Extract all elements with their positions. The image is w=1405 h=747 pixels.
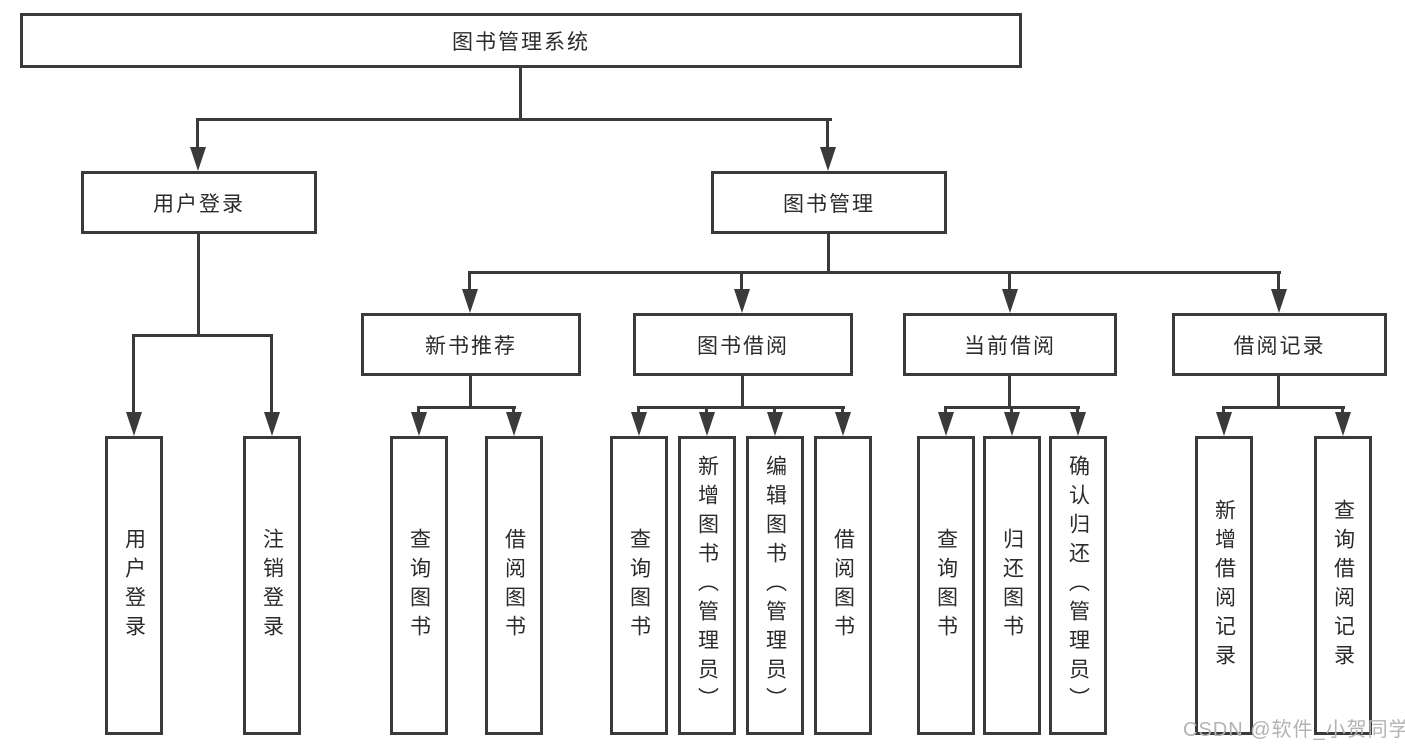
connector-vline: [132, 334, 135, 414]
node-borrow-record: 借阅记录: [1172, 313, 1387, 376]
leaf-borrow-add-book-admin: 新增图书（管理员）: [678, 436, 736, 735]
connector-vline: [1277, 271, 1280, 291]
leaf-recommend-borrow-book: 借阅图书: [485, 436, 543, 735]
connector-vline: [1008, 271, 1011, 291]
arrow-down-icon: [462, 289, 478, 313]
node-root: 图书管理系统: [20, 13, 1022, 68]
node-book-borrow: 图书借阅: [633, 313, 853, 376]
connector-vline: [519, 68, 522, 120]
connector-hline: [132, 334, 273, 337]
connector-vline: [1341, 406, 1344, 416]
connector-vline: [468, 271, 471, 291]
connector-vline: [740, 271, 743, 291]
connector-vline: [1222, 406, 1225, 416]
connector-hline: [1222, 406, 1345, 409]
connector-vline: [196, 118, 199, 149]
connector-vline: [417, 406, 420, 416]
leaf-current-confirm-return-admin: 确认归还（管理员）: [1049, 436, 1107, 735]
node-new-book-recommend: 新书推荐: [361, 313, 581, 376]
node-book-management: 图书管理: [711, 171, 947, 234]
leaf-borrow-query-book: 查询图书: [610, 436, 668, 735]
connector-vline: [197, 234, 200, 336]
connector-vline: [741, 376, 744, 408]
leaf-recommend-query-book: 查询图书: [390, 436, 448, 735]
leaf-user-login: 用户登录: [105, 436, 163, 735]
arrow-down-icon: [264, 412, 280, 436]
connector-hline: [196, 118, 832, 121]
arrow-down-icon: [1216, 412, 1232, 436]
connector-hline: [417, 406, 516, 409]
arrow-down-icon: [1070, 412, 1086, 436]
arrow-down-icon: [126, 412, 142, 436]
connector-hline: [637, 406, 845, 409]
connector-vline: [827, 234, 830, 273]
arrow-down-icon: [1002, 289, 1018, 313]
arrow-down-icon: [1335, 412, 1351, 436]
connector-vline: [944, 406, 947, 416]
arrow-down-icon: [699, 412, 715, 436]
arrow-down-icon: [835, 412, 851, 436]
connector-hline: [468, 271, 1281, 274]
connector-vline: [826, 118, 829, 149]
arrow-down-icon: [820, 147, 836, 171]
arrow-down-icon: [938, 412, 954, 436]
arrow-down-icon: [1004, 412, 1020, 436]
connector-vline: [1010, 406, 1013, 416]
arrow-down-icon: [190, 147, 206, 171]
leaf-borrow-borrow-book: 借阅图书: [814, 436, 872, 735]
node-current-borrow: 当前借阅: [903, 313, 1117, 376]
arrow-down-icon: [1271, 289, 1287, 313]
arrow-down-icon: [734, 289, 750, 313]
connector-vline: [773, 406, 776, 416]
node-user-login: 用户登录: [81, 171, 317, 234]
arrow-down-icon: [506, 412, 522, 436]
connector-vline: [270, 334, 273, 414]
leaf-record-add-borrow-record: 新增借阅记录: [1195, 436, 1253, 735]
connector-vline: [1277, 376, 1280, 408]
connector-vline: [1008, 376, 1011, 408]
leaf-current-return-book: 归还图书: [983, 436, 1041, 735]
arrow-down-icon: [631, 412, 647, 436]
leaf-current-query-book: 查询图书: [917, 436, 975, 735]
leaf-logout-login: 注销登录: [243, 436, 301, 735]
arrow-down-icon: [767, 412, 783, 436]
connector-vline: [637, 406, 640, 416]
connector-vline: [841, 406, 844, 416]
connector-vline: [512, 406, 515, 416]
connector-vline: [469, 376, 472, 408]
watermark: CSDN @软件_小贺同学: [1183, 719, 1405, 741]
leaf-borrow-edit-book-admin: 编辑图书（管理员）: [746, 436, 804, 735]
connector-vline: [705, 406, 708, 416]
arrow-down-icon: [411, 412, 427, 436]
leaf-record-query-borrow-record: 查询借阅记录: [1314, 436, 1372, 735]
connector-vline: [1076, 406, 1079, 416]
